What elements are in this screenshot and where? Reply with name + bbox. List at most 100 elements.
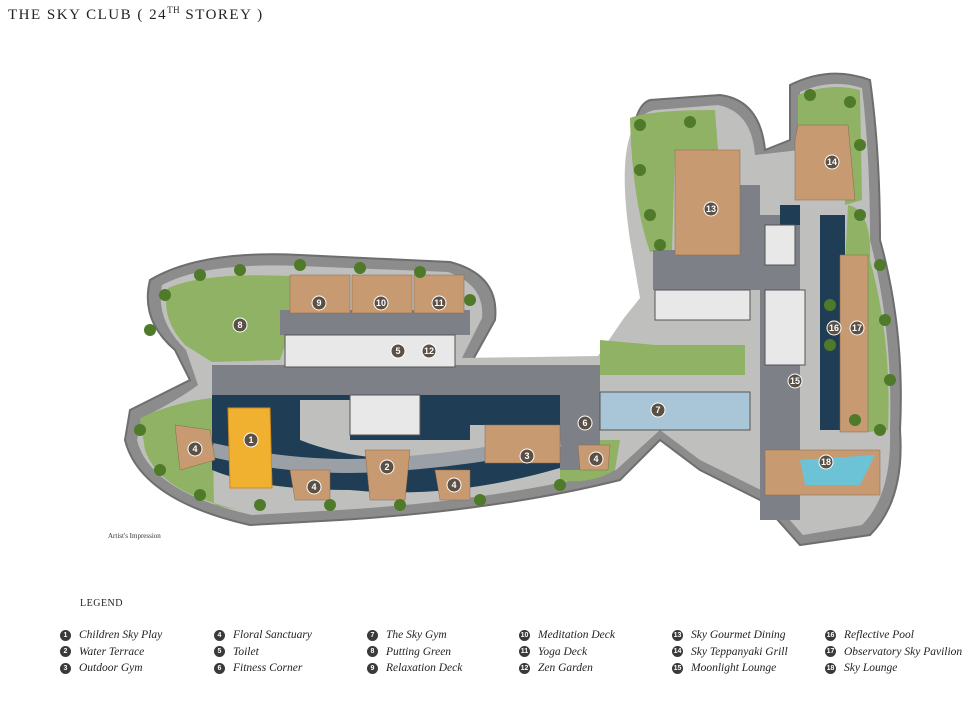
legend-label: Children Sky Play: [79, 629, 163, 642]
marker-12: 12: [421, 343, 437, 359]
marker-5: 5: [390, 343, 406, 359]
legend-label: Putting Green: [386, 645, 452, 658]
legend-label: Relaxation Deck: [386, 662, 463, 675]
legend-number: 1: [60, 629, 71, 641]
marker-7: 7: [650, 402, 666, 418]
svg-text:18: 18: [821, 457, 831, 467]
svg-text:9: 9: [316, 298, 321, 308]
legend-column: 16 Reflective Pool 17 Observatory Sky Pavi…: [825, 627, 962, 677]
legend-number: 16: [825, 629, 836, 641]
legend-item: 16 Reflective Pool: [825, 627, 962, 644]
marker-10: 10: [373, 295, 389, 311]
legend-number: 2: [60, 646, 71, 658]
artists-impression-note: Artist's Impression: [108, 532, 161, 540]
legend-label: Water Terrace: [79, 645, 145, 658]
marker-8: 8: [232, 317, 248, 333]
legend-number: 6: [214, 662, 225, 674]
trees: [134, 89, 896, 511]
legend-number: 5: [214, 646, 225, 658]
legend-number: 17: [825, 646, 836, 658]
svg-text:13: 13: [706, 204, 716, 214]
svg-text:7: 7: [655, 405, 660, 415]
legend-number: 7: [367, 629, 378, 641]
legend-column: 13 Sky Gourmet Dining 14 Sky Teppanyaki Gr…: [672, 627, 788, 677]
svg-text:11: 11: [434, 298, 444, 308]
legend-number: 13: [672, 629, 683, 641]
legend-number: 4: [214, 629, 225, 641]
svg-text:8: 8: [237, 320, 242, 330]
marker-18: 18: [818, 454, 834, 470]
legend-item: 1 Children Sky Play: [60, 627, 162, 644]
legend-item: 15 Moonlight Lounge: [672, 660, 788, 677]
legend-item: 14 Sky Teppanyaki Grill: [672, 644, 788, 661]
marker-4: 4: [446, 477, 462, 493]
marker-14: 14: [824, 154, 840, 170]
legend-number: 3: [60, 662, 71, 674]
marker-15: 15: [787, 373, 803, 389]
children-play-surface: [227, 407, 273, 489]
legend-number: 18: [825, 662, 836, 674]
svg-text:6: 6: [582, 418, 587, 428]
page-title: THE SKY CLUB ( 24TH STOREY ): [8, 5, 264, 23]
legend-label: Moonlight Lounge: [691, 662, 777, 675]
marker-4: 4: [306, 479, 322, 495]
svg-text:1: 1: [248, 435, 253, 445]
legend-heading: LEGEND: [80, 598, 123, 609]
svg-text:4: 4: [593, 454, 598, 464]
marker-2: 2: [379, 459, 395, 475]
legend-column: 4 Floral Sanctuary 5 Toilet 6 Fitness Corne…: [214, 627, 312, 677]
marker-3: 3: [519, 448, 535, 464]
legend-label: The Sky Gym: [386, 629, 447, 642]
svg-text:2: 2: [384, 462, 389, 472]
marker-1: 1: [243, 432, 259, 448]
marker-17: 17: [849, 320, 865, 336]
legend-label: Meditation Deck: [538, 629, 615, 642]
svg-text:4: 4: [311, 482, 316, 492]
marker-9: 9: [311, 295, 327, 311]
marker-6: 6: [577, 415, 593, 431]
legend-item: 12 Zen Garden: [519, 660, 615, 677]
legend-number: 9: [367, 662, 378, 674]
marker-4: 4: [187, 441, 203, 457]
legend-item: 2 Water Terrace: [60, 644, 162, 661]
marker-4: 4: [588, 451, 604, 467]
legend-item: 4 Floral Sanctuary: [214, 627, 312, 644]
svg-text:16: 16: [829, 323, 839, 333]
svg-text:3: 3: [524, 451, 529, 461]
legend-item: 17 Observatory Sky Pavilion: [825, 644, 962, 661]
svg-text:4: 4: [451, 480, 456, 490]
legend-label: Observatory Sky Pavilion: [844, 645, 963, 658]
legend-item: 5 Toilet: [214, 644, 312, 661]
marker-16: 16: [826, 320, 842, 336]
legend-number: 12: [519, 662, 530, 674]
legend-item: 10 Meditation Deck: [519, 627, 615, 644]
legend-label: Floral Sanctuary: [233, 629, 312, 642]
legend-number: 14: [672, 646, 683, 658]
legend-label: Sky Gourmet Dining: [691, 629, 786, 642]
svg-text:4: 4: [192, 444, 197, 454]
legend-item: 13 Sky Gourmet Dining: [672, 627, 788, 644]
svg-text:17: 17: [852, 323, 862, 333]
legend-item: 6 Fitness Corner: [214, 660, 312, 677]
legend-label: Zen Garden: [538, 662, 593, 675]
marker-11: 11: [431, 295, 447, 311]
svg-text:15: 15: [790, 376, 800, 386]
svg-text:5: 5: [395, 346, 400, 356]
legend-label: Toilet: [233, 645, 259, 658]
legend-number: 15: [672, 662, 683, 674]
legend-number: 11: [519, 646, 530, 658]
building-cores: [284, 224, 806, 436]
floor-plan: 1 2 3 4 4 4 4 5 6 7 8 9 10 11 12 13 14 1…: [123, 72, 902, 547]
legend-label: Reflective Pool: [844, 629, 914, 642]
legend-number: 10: [519, 629, 530, 641]
legend-label: Sky Teppanyaki Grill: [691, 645, 788, 658]
legend-label: Fitness Corner: [233, 662, 303, 675]
legend-item: 7 The Sky Gym: [367, 627, 462, 644]
